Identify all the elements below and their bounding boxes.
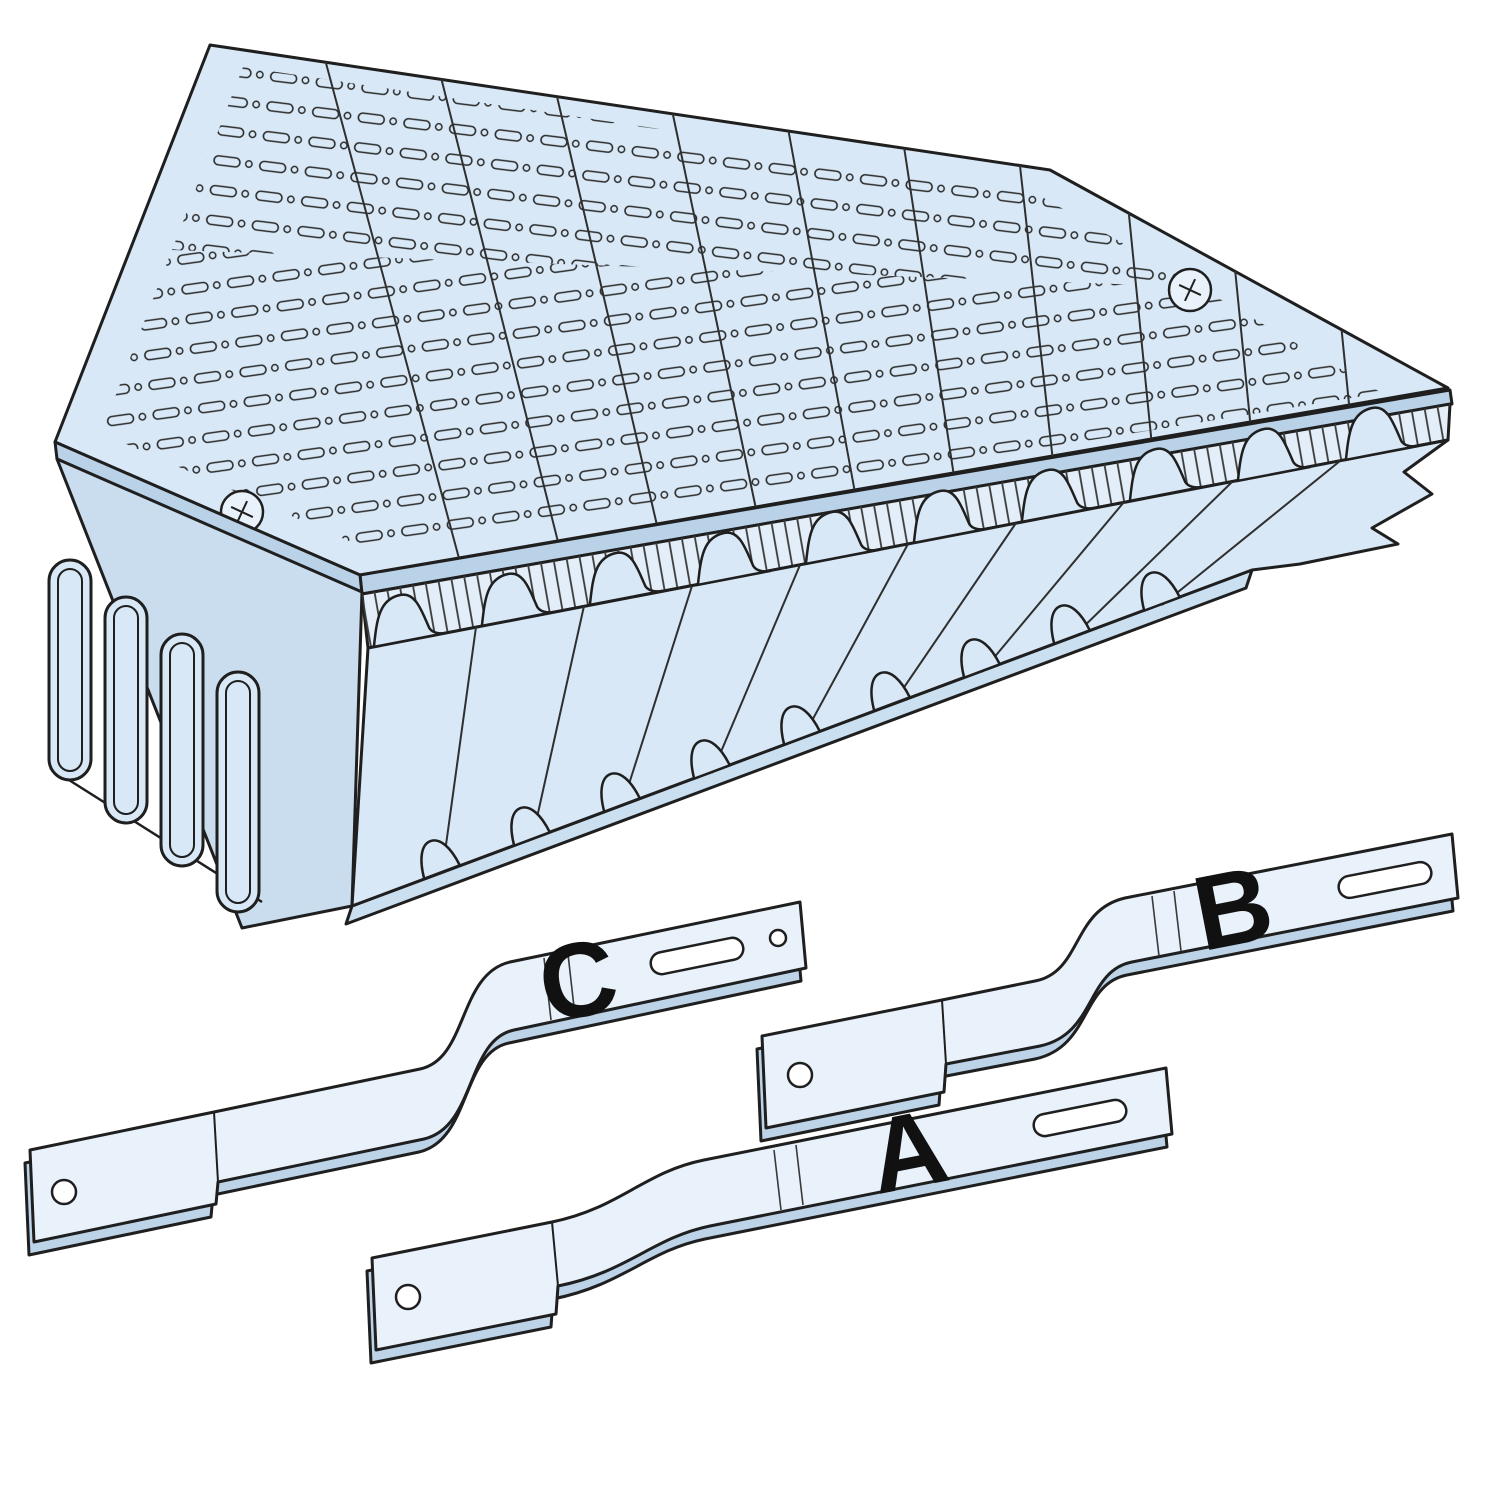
busbar-a-slotted-hole	[1032, 1098, 1128, 1138]
busbar-a-joint-line	[551, 1221, 559, 1287]
busbar-c: C	[23, 900, 808, 1257]
busbar-b-bend-marks	[1151, 890, 1182, 957]
busbar-b-slotted-hole	[1337, 860, 1433, 900]
busbar-b-surface	[760, 832, 1460, 1130]
busbar-a-round-hole	[394, 1283, 422, 1311]
mounting-clips	[47, 558, 261, 914]
busbar-b-joint-line	[941, 999, 947, 1065]
clip-loop	[47, 558, 93, 782]
busbar-c-bend-marks	[543, 953, 576, 1021]
busbar-a-surface	[370, 1066, 1174, 1352]
busbar-b: B	[755, 832, 1460, 1143]
busbar-a-bend-marks	[773, 1144, 804, 1211]
busbar-c-surface	[28, 900, 808, 1244]
busbar-c-round-hole	[50, 1178, 78, 1206]
clip-loop	[103, 595, 149, 825]
front-panel-dividers	[441, 460, 1341, 875]
busbar-c-slotted-hole	[649, 936, 745, 976]
clip-loop	[159, 632, 205, 868]
busbar-c-joint-line	[213, 1111, 219, 1183]
plate-column-dividers	[324, 61, 1351, 559]
clip-loop	[215, 670, 261, 914]
distribution-block	[47, 43, 1454, 930]
busbar-c-small-hole	[768, 928, 788, 948]
busbar-b-round-hole	[786, 1061, 814, 1089]
screw-icon	[1167, 267, 1213, 313]
busbar-a: A	[365, 1066, 1174, 1365]
